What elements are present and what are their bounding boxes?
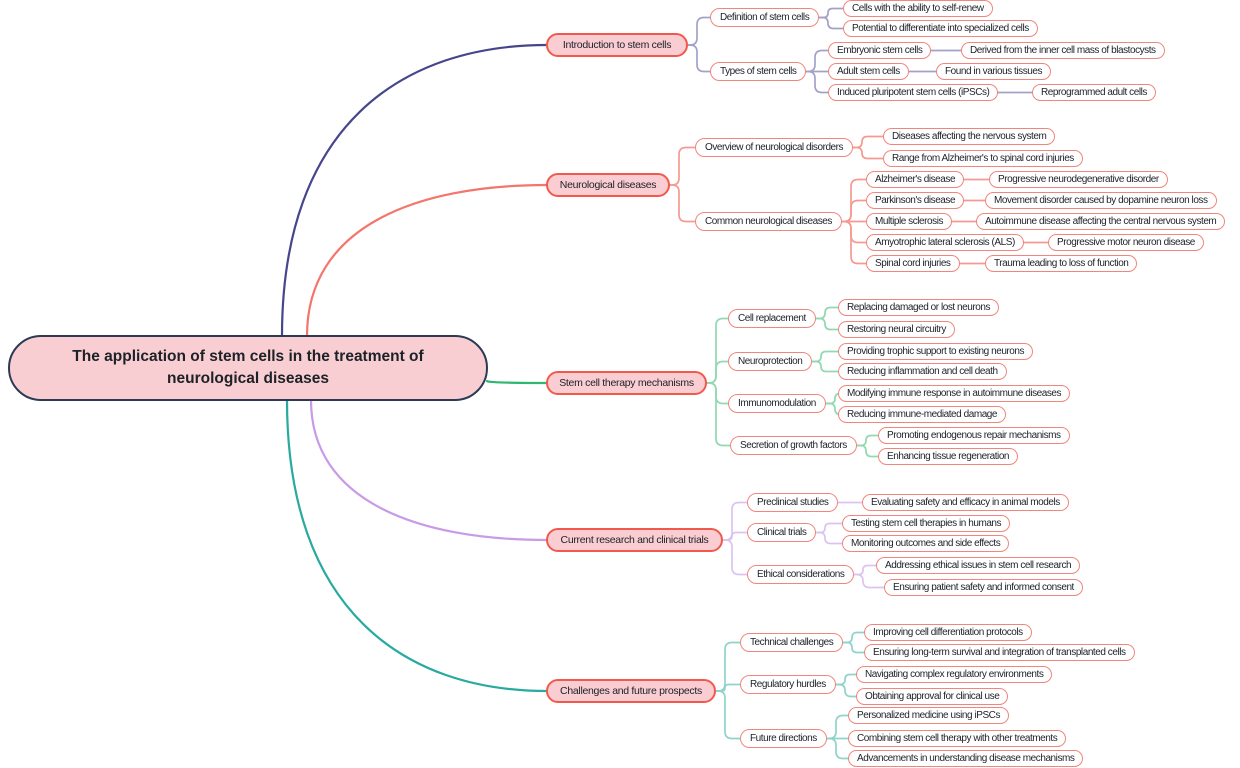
detail-node[interactable]: Obtaining approval for clinical use bbox=[856, 688, 1009, 705]
detail-node[interactable]: Diseases affecting the nervous system bbox=[883, 128, 1056, 145]
detail-node[interactable]: Ensuring long-term survival and integrat… bbox=[864, 644, 1135, 661]
detail-node[interactable]: Restoring neural circuitry bbox=[838, 321, 955, 338]
detail-node[interactable]: Improving cell differentiation protocols bbox=[864, 624, 1032, 641]
subtopic-node[interactable]: Future directions bbox=[740, 729, 827, 748]
subtopic-node[interactable]: Ethical considerations bbox=[747, 565, 855, 584]
subtopic-node[interactable]: Clinical trials bbox=[747, 523, 817, 542]
subtopic-node[interactable]: Secretion of growth factors bbox=[730, 436, 857, 455]
detail-node[interactable]: Evaluating safety and efficacy in animal… bbox=[862, 494, 1069, 511]
subtopic-node[interactable]: Neuroprotection bbox=[728, 352, 813, 371]
detail-node[interactable]: Personalized medicine using iPSCs bbox=[848, 707, 1010, 724]
detail-node[interactable]: Modifying immune response in autoimmune … bbox=[838, 385, 1071, 402]
branch-node-research-trials[interactable]: Current research and clinical trials bbox=[546, 528, 723, 552]
detail-node[interactable]: Alzheimer's disease bbox=[866, 171, 965, 188]
subtopic-node[interactable]: Common neurological diseases bbox=[695, 212, 842, 231]
detail-node[interactable]: Autoimmune disease affecting the central… bbox=[976, 213, 1226, 230]
detail-node[interactable]: Movement disorder caused by dopamine neu… bbox=[985, 192, 1217, 209]
detail-node[interactable]: Adult stem cells bbox=[828, 63, 909, 80]
detail-node[interactable]: Monitoring outcomes and side effects bbox=[842, 535, 1010, 552]
subtopic-node[interactable]: Regulatory hurdles bbox=[740, 675, 836, 694]
subtopic-node[interactable]: Overview of neurological disorders bbox=[695, 138, 854, 157]
detail-node[interactable]: Multiple sclerosis bbox=[866, 213, 953, 230]
detail-node[interactable]: Range from Alzheimer's to spinal cord in… bbox=[883, 150, 1083, 167]
detail-node[interactable]: Promoting endogenous repair mechanisms bbox=[878, 427, 1070, 444]
branch-node-introduction[interactable]: Introduction to stem cells bbox=[546, 33, 688, 57]
detail-node[interactable]: Replacing damaged or lost neurons bbox=[838, 299, 1000, 316]
detail-node[interactable]: Found in various tissues bbox=[936, 63, 1052, 80]
detail-node[interactable]: Cells with the ability to self-renew bbox=[843, 0, 993, 17]
central-topic[interactable]: The application of stem cells in the tre… bbox=[8, 335, 488, 401]
detail-node[interactable]: Ensuring patient safety and informed con… bbox=[884, 579, 1083, 596]
detail-node[interactable]: Enhancing tissue regeneration bbox=[878, 448, 1019, 465]
branch-node-neurological-diseases[interactable]: Neurological diseases bbox=[546, 173, 670, 197]
detail-node[interactable]: Reprogrammed adult cells bbox=[1032, 84, 1156, 101]
detail-node[interactable]: Reducing immune-mediated damage bbox=[838, 406, 1007, 423]
detail-node[interactable]: Induced pluripotent stem cells (iPSCs) bbox=[828, 84, 999, 101]
detail-node[interactable]: Advancements in understanding disease me… bbox=[848, 750, 1084, 767]
subtopic-node[interactable]: Definition of stem cells bbox=[710, 8, 820, 27]
detail-node[interactable]: Potential to differentiate into speciali… bbox=[843, 20, 1038, 37]
detail-node[interactable]: Parkinson's disease bbox=[866, 192, 965, 209]
detail-node[interactable]: Derived from the inner cell mass of blas… bbox=[961, 42, 1165, 59]
subtopic-node[interactable]: Preclinical studies bbox=[747, 493, 839, 512]
detail-node[interactable]: Providing trophic support to existing ne… bbox=[838, 343, 1034, 360]
subtopic-node[interactable]: Types of stem cells bbox=[710, 62, 807, 81]
branch-node-challenges[interactable]: Challenges and future prospects bbox=[546, 679, 716, 703]
detail-node[interactable]: Spinal cord injuries bbox=[866, 255, 960, 272]
detail-node[interactable]: Combining stem cell therapy with other t… bbox=[848, 730, 1067, 747]
subtopic-node[interactable]: Technical challenges bbox=[740, 633, 844, 652]
detail-node[interactable]: Amyotrophic lateral sclerosis (ALS) bbox=[866, 234, 1024, 251]
detail-node[interactable]: Trauma leading to loss of function bbox=[985, 255, 1138, 272]
detail-node[interactable]: Reducing inflammation and cell death bbox=[838, 363, 1007, 380]
detail-node[interactable]: Progressive motor neuron disease bbox=[1048, 234, 1204, 251]
branch-node-therapy-mechanisms[interactable]: Stem cell therapy mechanisms bbox=[546, 371, 707, 395]
detail-node[interactable]: Addressing ethical issues in stem cell r… bbox=[876, 557, 1081, 574]
detail-node[interactable]: Embryonic stem cells bbox=[828, 42, 932, 59]
subtopic-node[interactable]: Immunomodulation bbox=[728, 394, 826, 413]
detail-node[interactable]: Progressive neurodegenerative disorder bbox=[989, 171, 1168, 188]
detail-node[interactable]: Navigating complex regulatory environmen… bbox=[856, 666, 1053, 683]
subtopic-node[interactable]: Cell replacement bbox=[728, 309, 816, 328]
detail-node[interactable]: Testing stem cell therapies in humans bbox=[842, 515, 1011, 532]
